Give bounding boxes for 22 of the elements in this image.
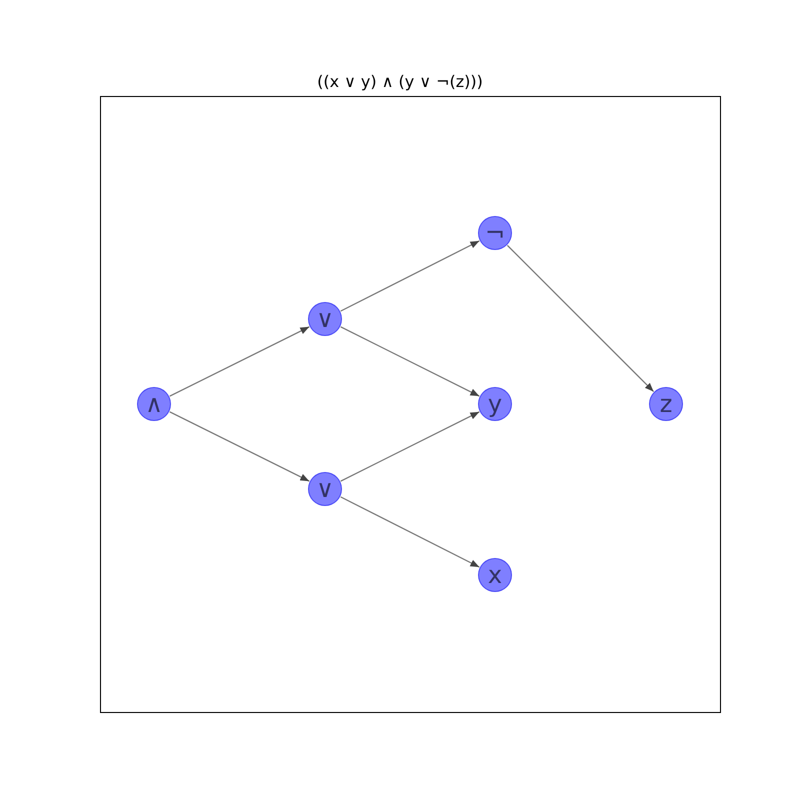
node-label: x: [488, 562, 502, 588]
node-label: y: [488, 391, 502, 417]
node-label: ∧: [145, 391, 163, 417]
operator-node: [137, 387, 171, 421]
chart-title: ((x ∨ y) ∧ (y ∨ ¬(z))): [317, 72, 483, 92]
arrow: [169, 411, 310, 482]
operator-node: [308, 472, 342, 506]
operator-node: [478, 558, 512, 592]
arrow: [506, 244, 654, 392]
arrow: [340, 411, 480, 482]
operator-node: [649, 387, 683, 421]
arrow: [340, 240, 480, 312]
node-label: ∨: [316, 476, 334, 502]
operator-node: [478, 216, 512, 250]
node-label: z: [660, 391, 672, 417]
operator-node: [308, 302, 342, 336]
node-label: ∨: [316, 306, 334, 332]
arrow: [340, 496, 480, 568]
arrow: [169, 326, 310, 397]
arrow: [340, 326, 480, 397]
operator-node: [478, 387, 512, 421]
node-label: ¬: [484, 220, 506, 246]
